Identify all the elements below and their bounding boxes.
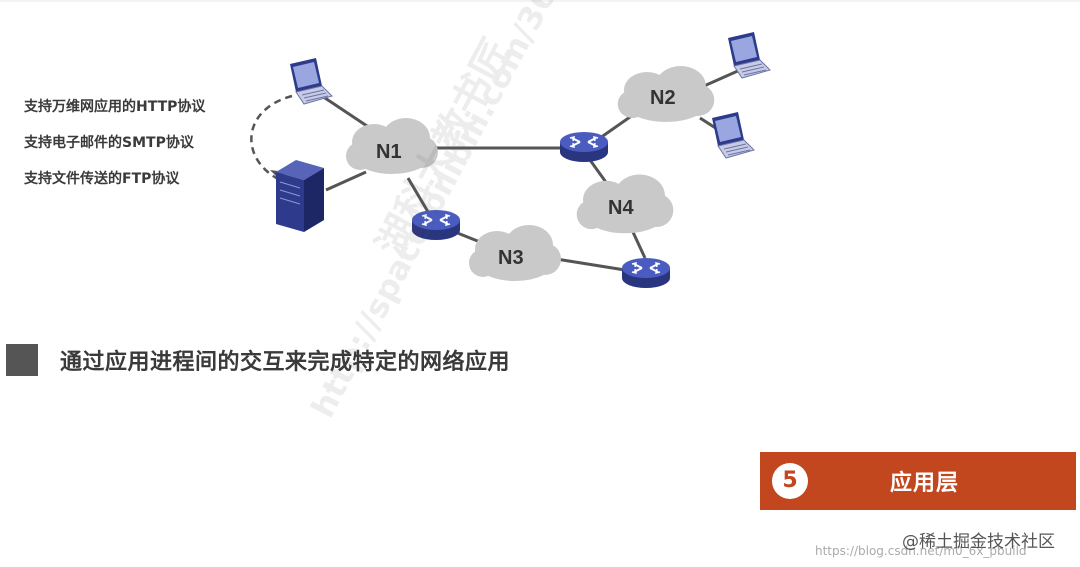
server-icon [276,160,324,232]
layer-badge: 5 应用层 [760,452,1076,510]
network-label-n1: N1 [376,141,402,163]
bullet-statement: 通过应用进程间的交互来完成特定的网络应用 [6,344,510,376]
watermark-url: https://blog.csdn.net/m0_6x_pbuild [815,544,1027,558]
layer-number: 5 [772,463,808,499]
link-laptop1-n1 [321,94,371,130]
link-n4-router3 [630,229,647,259]
network-label-n2: N2 [650,87,676,109]
protocol-list: 支持万维网应用的HTTP协议 支持电子邮件的SMTP协议 支持文件传送的FTP协… [24,96,205,204]
top-divider [0,0,1080,2]
protocol-ftp: 支持文件传送的FTP协议 [24,171,180,187]
bullet-square-icon [6,344,38,376]
network-label-n3: N3 [498,247,524,269]
link-n3-router3 [549,256,626,272]
link-n2-laptop2 [703,68,741,88]
protocol-smtp: 支持电子邮件的SMTP协议 [24,135,194,151]
link-router2-n3 [454,230,481,244]
bullet-text: 通过应用进程间的交互来完成特定的网络应用 [60,350,511,375]
watermark-main: @稀土掘金技术社区 [902,532,1055,552]
layer-name: 应用层 [890,471,960,496]
network-label-n4: N4 [608,197,634,219]
protocol-http: 支持万维网应用的HTTP协议 [24,99,206,115]
link-server-n1 [325,170,367,192]
dashed-arrow-icon [250,94,293,182]
